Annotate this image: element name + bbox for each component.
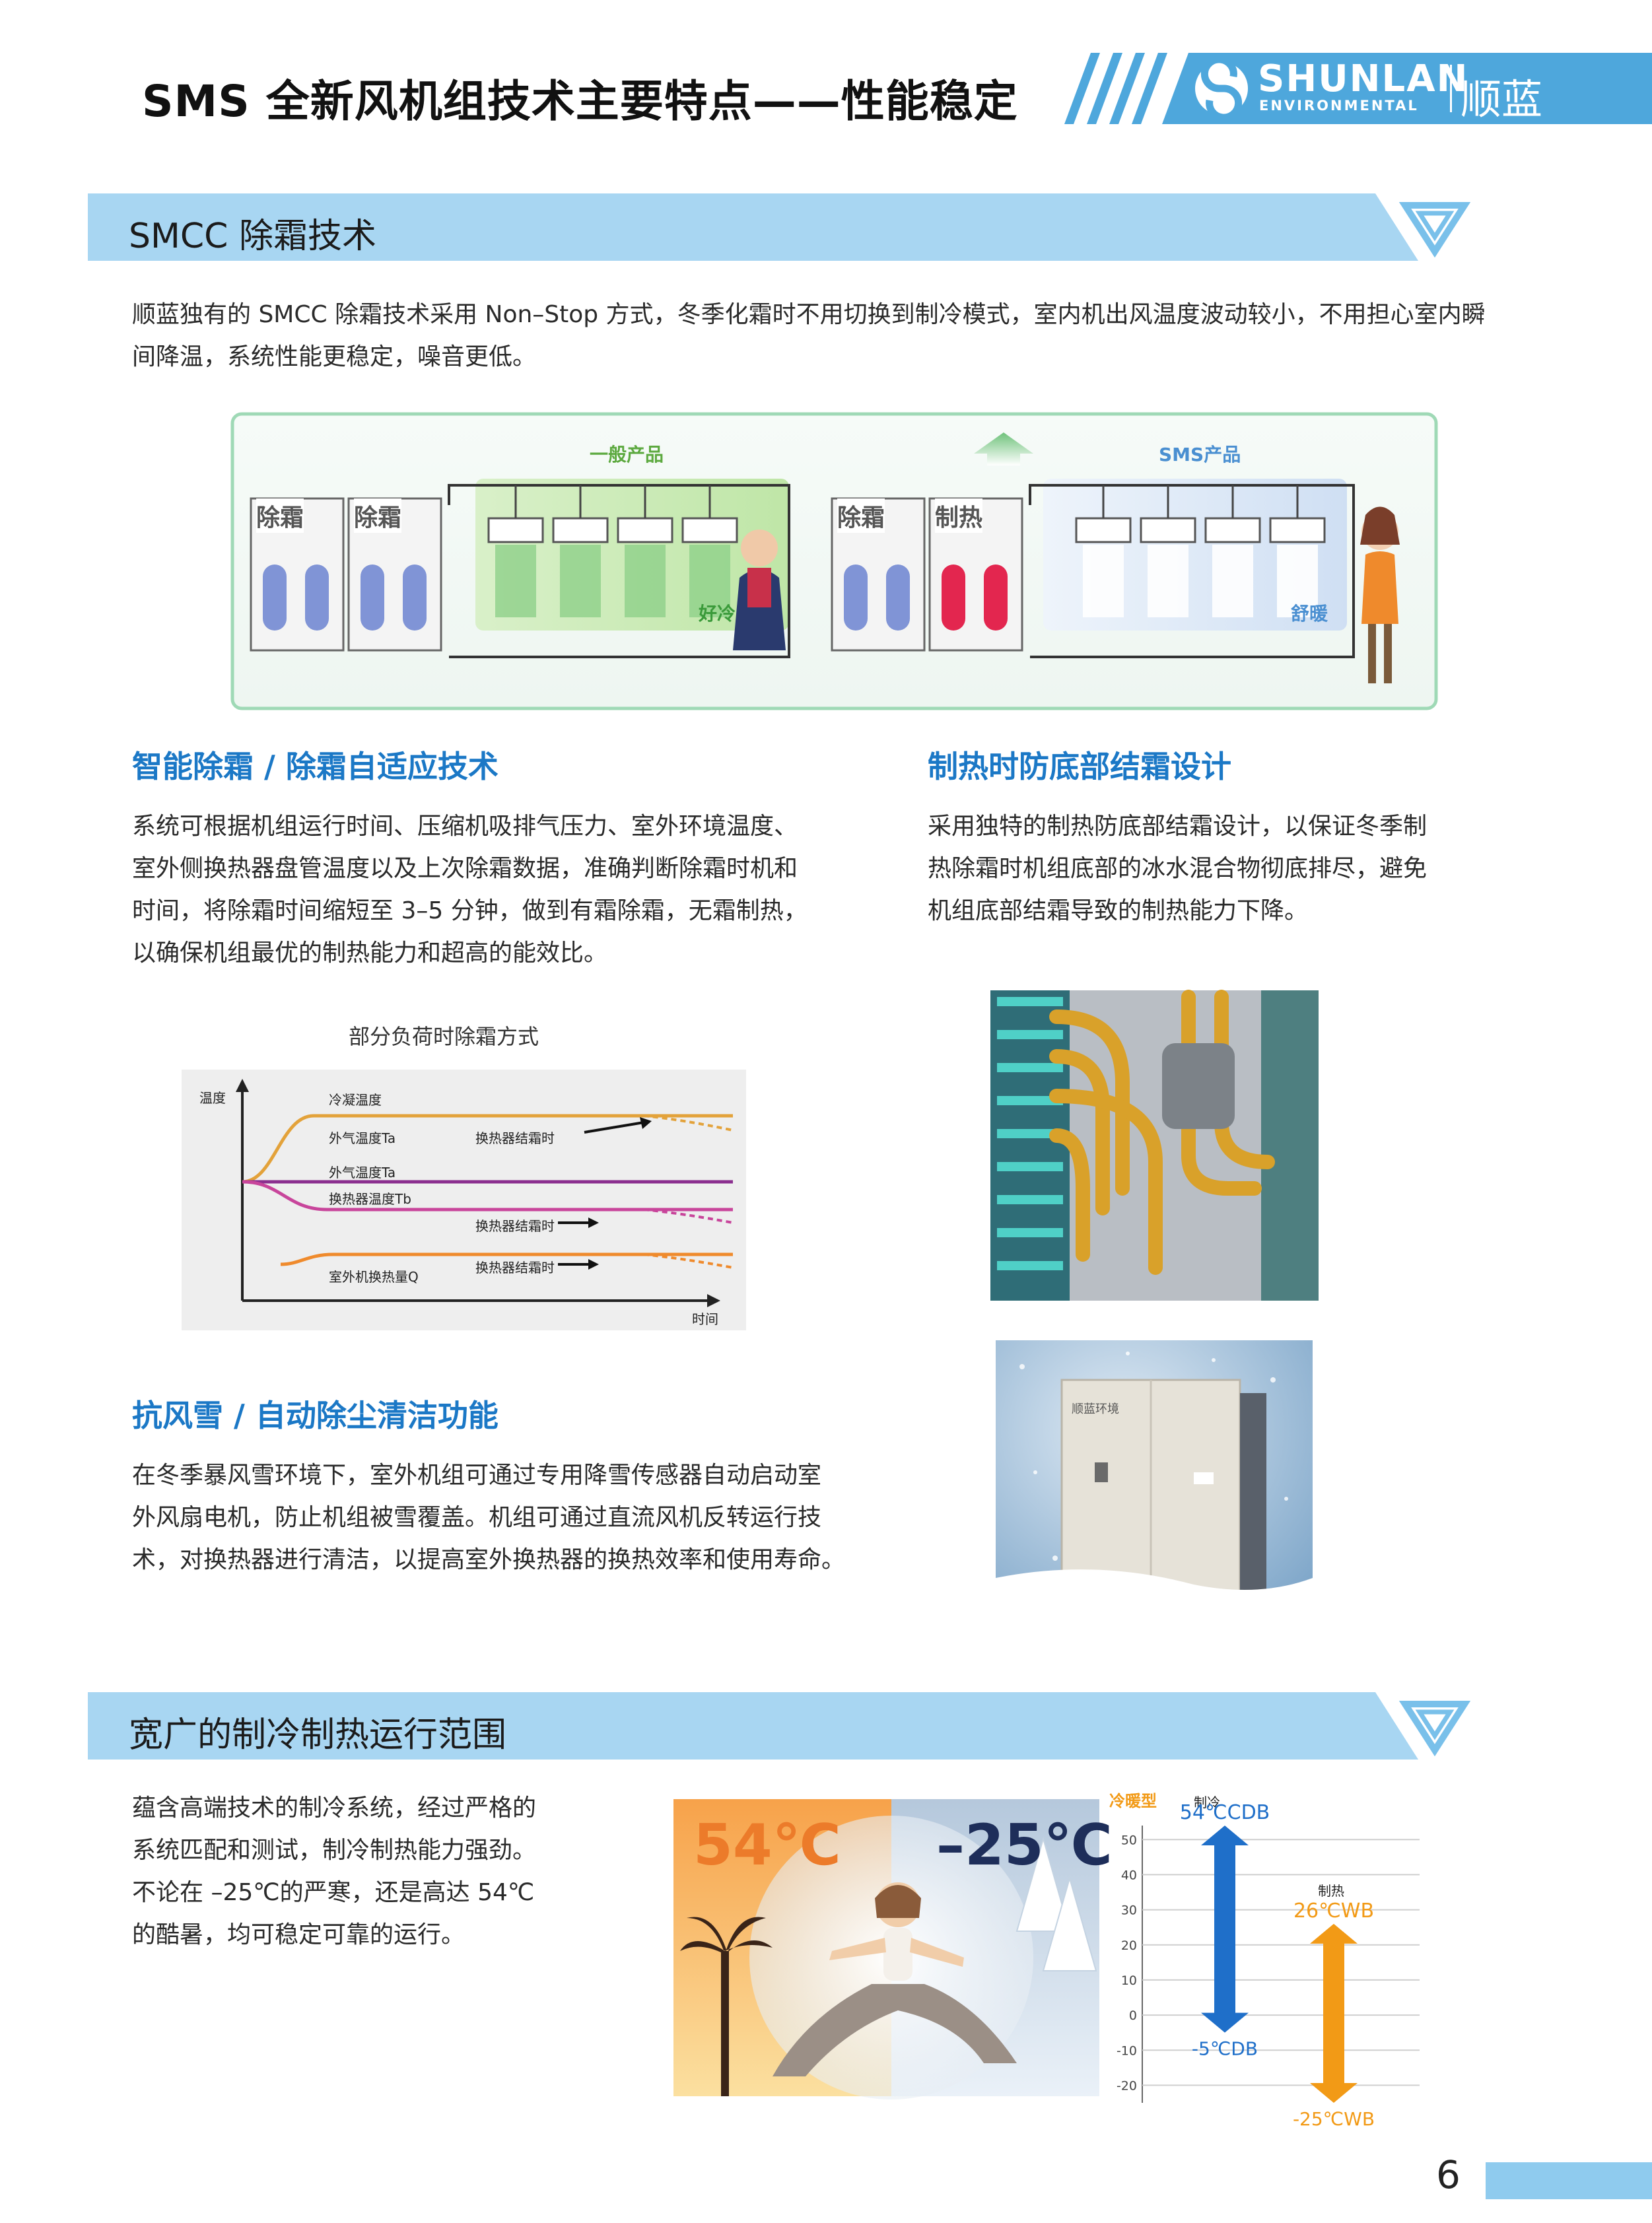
- y-tick-label: 30: [1121, 1903, 1137, 1918]
- palm-tree-icon: [680, 1917, 773, 2096]
- y-tick-label: -20: [1117, 2078, 1137, 2093]
- warm-person-icon: [1360, 506, 1400, 683]
- y-tick-label: -10: [1117, 2043, 1137, 2058]
- cold-person-icon: [733, 530, 786, 650]
- section-banner-smcc: [88, 193, 1471, 261]
- logo-wordmark: SHUNLAN: [1258, 57, 1469, 100]
- anti-bottom-line-3: 机组底部结霜导致的制热能力下降。: [928, 897, 1309, 924]
- anti-bottom-line-2: 热除霜时机组底部的冰水混合物彻底排尽，避免: [928, 855, 1428, 882]
- footer-accent-bar: [1486, 2162, 1652, 2199]
- range-line-4: 的酷暑，均可稳定可靠的运行。: [132, 1921, 465, 1948]
- header-brand-bar: [1064, 53, 1652, 124]
- range-chart-title: 冷暖型: [1109, 1792, 1157, 1810]
- label-frost-2: 换热器结霜时: [475, 1218, 555, 1234]
- diagram-label-sms: SMS产品: [1159, 444, 1241, 465]
- label-ta-2: 外气温度Ta: [329, 1165, 396, 1180]
- range-top-label: 54℃CDB: [1180, 1801, 1270, 1824]
- range-bottom-label: -5℃DB: [1192, 2038, 1258, 2060]
- up-arrow-icon: [974, 432, 1033, 465]
- label-cond-temp: 冷凝温度: [329, 1092, 382, 1108]
- page-title: SMS 全新风机组技术主要特点——性能稳定: [142, 76, 1018, 127]
- smart-defrost-line-2: 室外侧换热器盘管温度以及上次除霜数据，准确判断除霜时机和: [132, 855, 798, 882]
- indoor-units-left: [487, 517, 1326, 543]
- operating-range-chart: 50 40 30 20 10 0 -10 -20 54℃CDB -5℃DB 26℃WB -25℃WB: [1117, 1801, 1420, 2130]
- axis-label-time: 时间: [692, 1311, 718, 1327]
- label-q: 室外机换热量Q: [329, 1269, 419, 1285]
- hot-temp-label: 54℃: [693, 1812, 841, 1878]
- unit-label-defrost-1: 除霜: [256, 498, 304, 533]
- section-title-range: 宽广的制冷制热运行范围: [129, 1715, 507, 1755]
- piping-illustration: [990, 990, 1319, 1301]
- series-cond: [242, 1114, 591, 1184]
- diagram-label-general: 一般产品: [590, 444, 664, 465]
- y-tick-label: 40: [1121, 1868, 1137, 1882]
- label-frost-1: 换热器结霜时: [475, 1130, 555, 1146]
- triangle-arrow-icon: [1398, 1701, 1471, 1757]
- tag-cold: 好冷: [699, 603, 736, 625]
- smcc-intro-line-1: 顺蓝独有的 SMCC 除霜技术采用 Non–Stop 方式，冬季化霜时不用切换到…: [132, 301, 1486, 328]
- y-tick-label: 50: [1121, 1833, 1137, 1847]
- heading-anti-bottom-frost: 制热时防底部结霜设计: [928, 749, 1231, 784]
- defrost-comparison-diagram: [230, 412, 1438, 710]
- range-arrow-cooling: [1201, 1826, 1249, 2033]
- shunlan-logo-icon: [1195, 55, 1248, 121]
- range-line-1: 蕴含高端技术的制冷系统，经过严格的: [132, 1795, 537, 1822]
- anti-snow-line-2: 外风扇电机，防止机组被雪覆盖。机组可通过直流风机反转运行技: [132, 1504, 822, 1531]
- y-tick-label: 20: [1121, 1938, 1137, 1953]
- label-ta-1: 外气温度Ta: [329, 1130, 396, 1146]
- anti-bottom-line-1: 采用独特的制热防底部结霜设计，以保证冬季制: [928, 813, 1428, 840]
- anti-snow-line-3: 术，对换热器进行清洁，以提高室外换热器的换热效率和使用寿命。: [132, 1546, 846, 1573]
- unit-label-defrost-2: 除霜: [354, 498, 402, 533]
- cold-temp-label: –25℃: [936, 1812, 1113, 1878]
- y-tick-label: 10: [1121, 1973, 1137, 1988]
- section-title-smcc: SMCC 除霜技术: [129, 217, 377, 256]
- triangle-arrow-icon: [1398, 202, 1471, 258]
- hot-cold-illustration: [673, 1799, 1099, 2100]
- page-number: 6: [1436, 2152, 1461, 2197]
- y-tick-label: 0: [1129, 2008, 1137, 2023]
- yoga-person-icon: [773, 1882, 1017, 2076]
- smart-defrost-line-1: 系统可根据机组运行时间、压缩机吸排气压力、室外环境温度、: [132, 813, 798, 840]
- range-line-2: 系统匹配和测试，制冷制热能力强劲。: [132, 1837, 537, 1864]
- snow-unit-illustration: [996, 1340, 1313, 1635]
- range-bottom-label: -25℃WB: [1293, 2108, 1375, 2130]
- axis-label-temp: 温度: [199, 1090, 226, 1106]
- smcc-intro-line-2: 间降温，系统性能更稳定，噪音更低。: [132, 343, 537, 370]
- unit-brand-label: 顺蓝环境: [1072, 1402, 1119, 1416]
- label-tb: 换热器温度Tb: [329, 1191, 411, 1207]
- anti-snow-line-1: 在冬季暴风雪环境下，室外机组可通过专用降雪传感器自动启动室: [132, 1462, 822, 1489]
- snowy-tree-icon: [1015, 1836, 1097, 1971]
- smart-defrost-line-4: 以确保机组最优的制热能力和超高的能效比。: [132, 940, 608, 967]
- outdoor-unit-icon: [1060, 1379, 1266, 1599]
- logo-subtext: ENVIRONMENTAL: [1259, 98, 1419, 114]
- defrost-chart: [182, 1070, 746, 1330]
- unit-label-heating: 制热: [935, 498, 983, 533]
- tag-warm: 舒暖: [1291, 603, 1328, 625]
- range-chart-heat-label: 制热: [1318, 1883, 1344, 1899]
- heading-smart-defrost: 智能除霜 / 除霜自适应技术: [132, 749, 499, 784]
- range-line-3: 不论在 –25℃的严寒，还是高达 54℃: [132, 1879, 535, 1906]
- series-tb: [242, 1180, 733, 1212]
- section-banner-range: [88, 1692, 1471, 1760]
- logo-chinese: 顺蓝: [1461, 75, 1543, 123]
- unit-label-defrost-3: 除霜: [837, 498, 885, 533]
- series-q: [280, 1252, 733, 1266]
- range-top-label: 26℃WB: [1293, 1899, 1374, 1923]
- heading-anti-snow: 抗风雪 / 自动除尘清洁功能: [132, 1398, 499, 1433]
- range-arrow-heating: [1310, 1923, 1358, 2103]
- range-chart-cool-label: 制冷: [1194, 1795, 1220, 1810]
- smart-defrost-line-3: 时间，将除霜时间缩短至 3–5 分钟，做到有霜除霜，无霜制热，: [132, 897, 808, 924]
- defrost-chart-caption: 部分负荷时除霜方式: [349, 1024, 539, 1049]
- label-frost-3: 换热器结霜时: [475, 1260, 555, 1276]
